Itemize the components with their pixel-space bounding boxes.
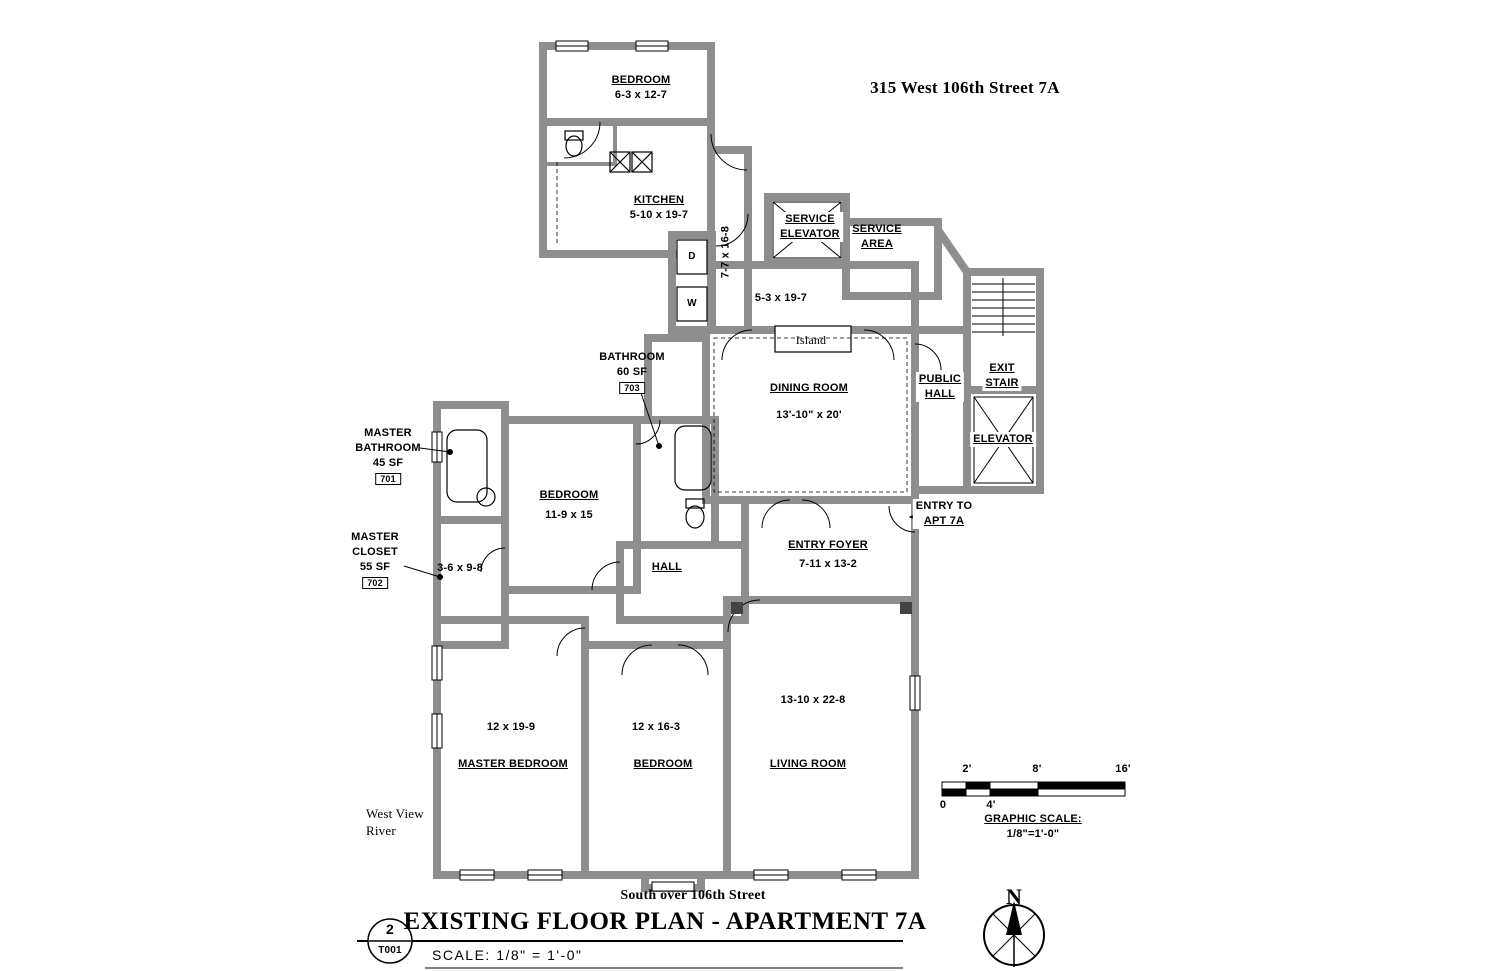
- label-master-bedroom: MASTER BEDROOM: [458, 758, 568, 770]
- master-bathtub: [446, 429, 488, 503]
- label-south-street: South over 106th Street: [620, 888, 766, 903]
- north-label: N: [1005, 884, 1023, 909]
- door-swings: [480, 121, 942, 676]
- address-text: 315 West 106th Street 7A: [870, 78, 1060, 97]
- label-dining-room: DINING ROOM 13'-10" x 20': [770, 382, 848, 421]
- label-living-room: LIVING ROOM: [769, 758, 847, 770]
- label-pantry-dims: 7-7 x 16-8: [719, 225, 732, 279]
- scale-tick-0: 0: [939, 799, 947, 811]
- bathtub: [674, 425, 712, 491]
- label-exit-stair: EXIT STAIR: [982, 361, 1022, 391]
- washer-box: [676, 286, 708, 322]
- scale-tick-16: 16': [1115, 763, 1131, 775]
- fixtures: [446, 130, 852, 529]
- dashed-details: [556, 162, 908, 493]
- label-washer: W: [687, 298, 697, 309]
- label-bedroom-bottom-dims: 12 x 16-3: [631, 721, 681, 733]
- north-arrow: [983, 901, 1045, 967]
- scale-tick-4: 4': [986, 799, 996, 811]
- graphic-scale-label: GRAPHIC SCALE: 1/8"=1'-0": [984, 813, 1082, 840]
- label-service-elevator: SERVICE ELEVATOR: [777, 212, 843, 242]
- toilet: [685, 505, 705, 529]
- title-block-lines: [357, 918, 903, 969]
- label-entry-foyer: ENTRY FOYER 7-11 x 13-2: [788, 539, 868, 570]
- label-elevator: ELEVATOR: [970, 432, 1036, 447]
- room-tag-702: 702: [362, 576, 388, 589]
- scale-tick-2: 2': [962, 763, 972, 775]
- pilasters: [731, 602, 912, 614]
- sheet-ref: T001: [378, 945, 402, 956]
- label-entry-to-apt: ENTRY TO APT 7A: [912, 499, 976, 529]
- drawing-address-title: 315 West 106th Street 7A: [870, 78, 1060, 98]
- label-dryer: D: [688, 251, 696, 262]
- drawing-title: EXISTING FLOOR PLAN - APARTMENT 7A: [403, 908, 927, 935]
- scale-tick-8: 8': [1032, 763, 1042, 775]
- interior-partitions: [541, 120, 617, 166]
- label-service-area: SERVICE AREA: [852, 223, 902, 250]
- label-bathroom-703: BATHROOM 60 SF 703: [599, 351, 665, 394]
- label-master-closet: MASTER CLOSET 55 SF 702: [351, 531, 399, 589]
- label-public-hall: PUBLIC HALL: [915, 372, 965, 402]
- windows: [431, 40, 921, 892]
- stair-treads: [972, 278, 1035, 336]
- label-bedroom-mid: BEDROOM 11-9 x 15: [539, 489, 599, 521]
- room-tag-703: 703: [619, 381, 645, 394]
- label-closet-dims: 3-6 x 9-8: [437, 562, 483, 574]
- label-living-room-dims: 13-10 x 22-8: [780, 694, 846, 706]
- label-back-hall-dims: 5-3 x 19-7: [754, 292, 808, 304]
- drawing-scale-note: SCALE: 1/8" = 1'-0": [432, 947, 583, 963]
- label-hall: HALL: [648, 560, 686, 575]
- sheet-number: 2: [386, 921, 394, 937]
- dryer-box: [676, 239, 708, 275]
- label-master-bedroom-dims: 12 x 19-9: [486, 721, 536, 733]
- master-sink: [476, 487, 496, 507]
- label-bedroom-bottom: BEDROOM: [633, 758, 693, 770]
- kitchen-island: [774, 325, 852, 353]
- graphic-scale-bar: [941, 781, 1126, 797]
- room-tag-701: 701: [375, 472, 401, 485]
- label-kitchen: KITCHEN 5-10 x 19-7: [629, 194, 689, 221]
- label-bedroom-top: BEDROOM 6-3 x 12-7: [611, 74, 671, 101]
- label-west-view-river: West View River: [366, 806, 424, 838]
- label-master-bathroom: MASTER BATHROOM 45 SF 701: [355, 427, 421, 485]
- label-island: Island: [795, 333, 827, 347]
